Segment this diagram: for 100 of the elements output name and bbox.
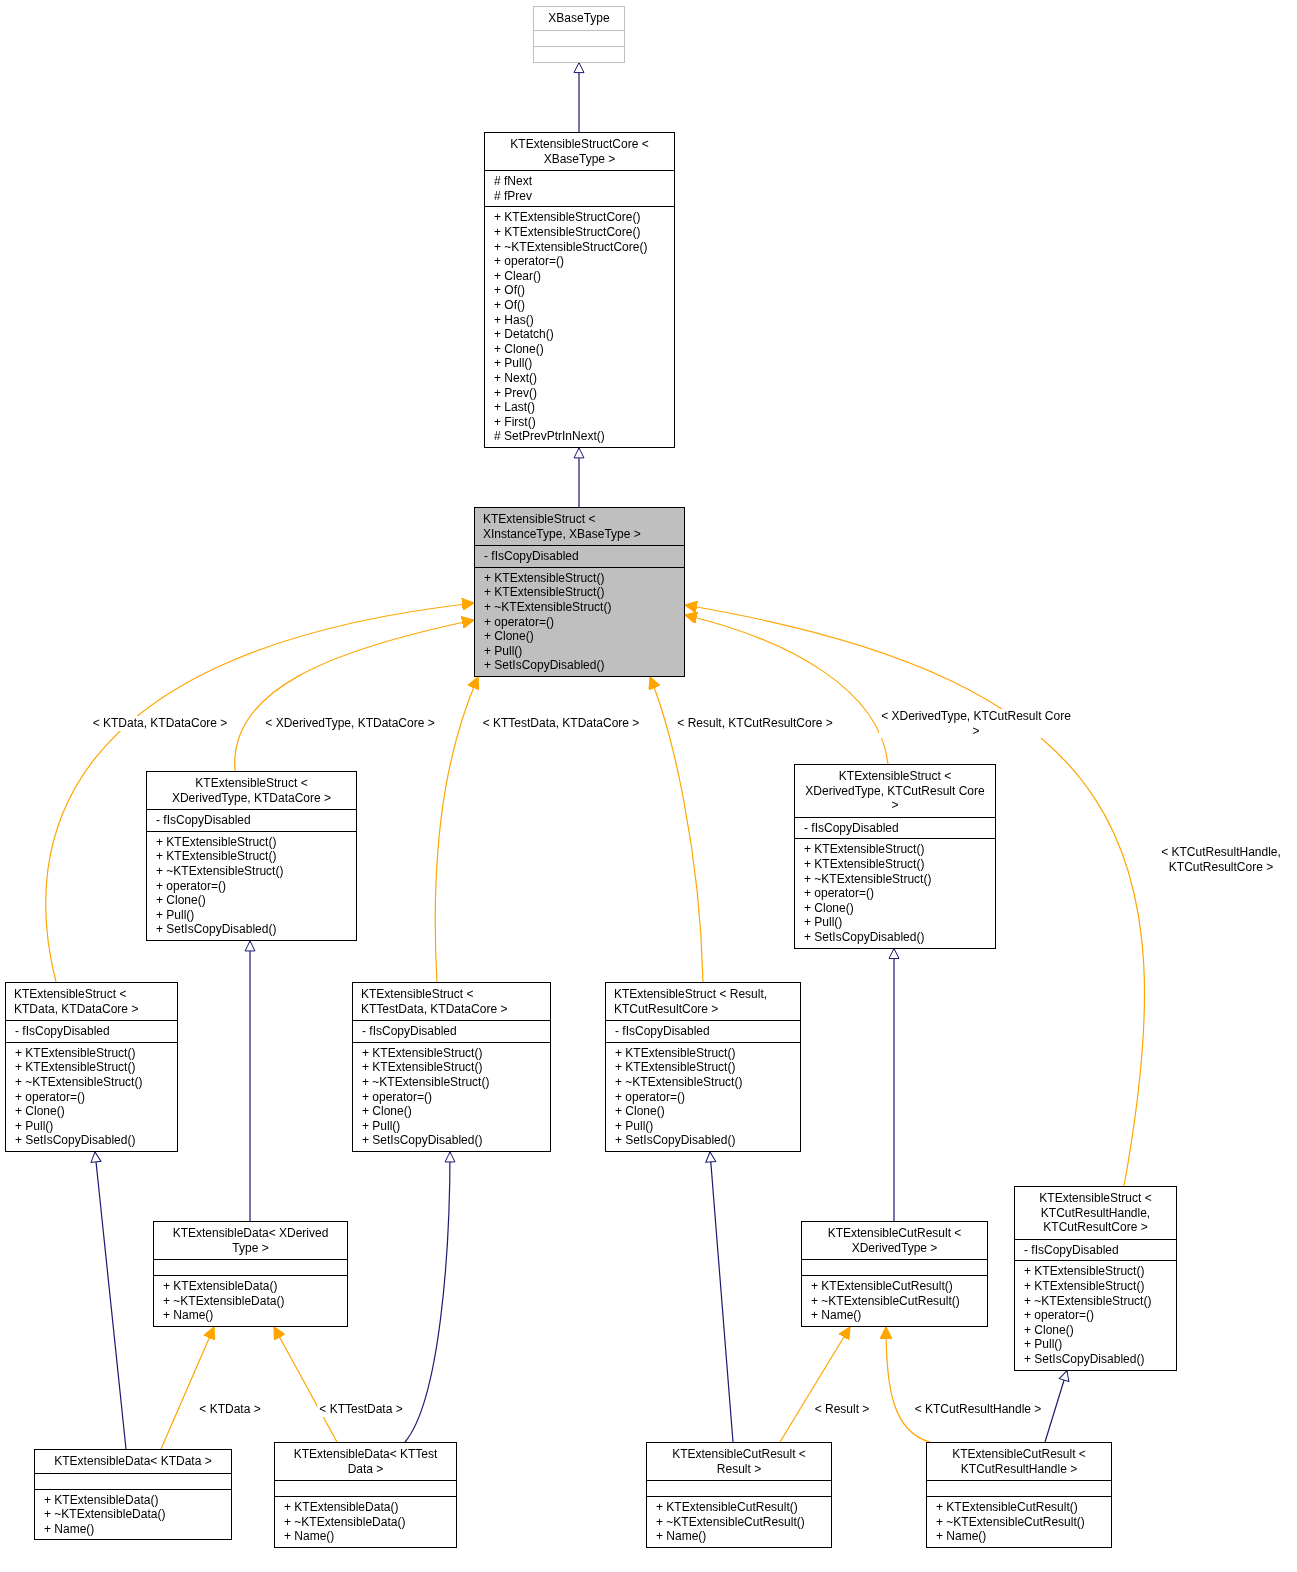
method-text: + KTExtensibleStruct() [1024,1278,1146,1294]
class-name: KTExtensibleStruct < XDerivedType, KTCutResult Core > [804,768,986,815]
method-text: + ~KTExtensibleStruct() [615,1074,744,1090]
method-text: + Name() [284,1529,336,1544]
method-text: + KTExtensibleData() [163,1279,279,1294]
attribute-text: # fPrev [494,188,533,204]
method-text: + KTExtensibleStruct() [615,1060,737,1075]
class-box [926,1442,1112,1548]
method-text: + KTExtensibleData() [44,1492,160,1508]
method-text: + KTExtensibleStruct() [804,856,926,872]
method-text: + Clone() [615,1104,666,1119]
method-text: + Pull() [1024,1337,1064,1352]
method-text: + Clear() [494,268,542,284]
method-text: + Clone() [156,893,207,908]
inheritance-arrow [705,1151,734,1443]
method-text: + Clone() [15,1104,66,1119]
method-text: + Detatch() [494,327,555,342]
method-text: + operator=() [804,886,876,901]
method-text: + Pull() [484,643,524,659]
method-text: + KTExtensibleStruct() [484,585,606,600]
method-text: + Pull() [494,356,534,371]
template-arrow [434,676,480,983]
class-box [146,771,357,941]
class-name: KTExtensibleStruct < XInstanceType, XBaseType > [482,511,642,543]
attribute-text: - fIsCopyDisabled [1024,1242,1120,1258]
template-arrow [684,600,1145,1187]
method-text: + KTExtensibleStructCore() [494,224,642,240]
method-text: + ~KTExtensibleData() [44,1507,167,1522]
method-text: + SetIsCopyDisabled() [362,1133,484,1148]
inheritance-arrow [573,62,585,133]
class-box [352,982,551,1152]
method-text: + ~KTExtensibleStruct() [156,863,285,879]
method-text: + Of() [494,283,526,298]
edge-label: < KTData, KTDataCore > [90,716,230,731]
method-text: + ~KTExtensibleCutResult() [811,1293,961,1309]
class-name: XBaseType [547,10,611,27]
inheritance-arrow [244,940,256,1222]
method-text: + operator=() [156,878,228,894]
inheritance-arrow [404,1151,456,1443]
class-name: KTExtensibleData< XDerived Type > [171,1225,330,1257]
inheritance-arrow [573,447,585,508]
method-text: + KTExtensibleStructCore() [494,210,642,225]
inheritance-arrow [90,1151,127,1450]
class-name: KTExtensibleData< KTData > [53,1453,213,1470]
class-name: KTExtensibleStruct < XDerivedType, KTDataCore > [170,775,333,807]
method-text: + KTExtensibleStruct() [804,842,926,857]
method-text: + ~KTExtensibleStructCore() [494,239,649,255]
inheritance-arrow [888,947,900,1222]
method-text: + Pull() [15,1118,55,1134]
edge-label: < XDerivedType, KTCutResult Core > [879,709,1073,739]
template-arrow [45,598,475,983]
attribute-text: - fIsCopyDisabled [484,549,580,564]
method-text: + operator=() [1024,1308,1096,1323]
method-text: + SetIsCopyDisabled() [484,658,606,673]
method-text: + Pull() [804,915,844,930]
class-box [533,6,625,63]
method-text: + KTExtensibleStruct() [15,1045,137,1061]
method-text: + KTExtensibleStruct() [1024,1264,1146,1279]
method-text: + ~KTExtensibleData() [284,1514,407,1530]
method-text: + SetIsCopyDisabled() [1024,1351,1146,1367]
attribute-text: - fIsCopyDisabled [156,813,252,828]
method-text: + Has() [494,312,535,328]
method-text: + Clone() [1024,1322,1075,1338]
class-name: KTExtensibleStruct < KTData, KTDataCore > [13,986,140,1018]
method-text: + operator=() [484,614,556,630]
method-text: + KTExtensibleStruct() [615,1045,737,1061]
class-name: KTExtensibleCutResult < XDerivedType > [826,1225,963,1257]
method-text: + KTExtensibleCutResult() [936,1500,1079,1515]
class-name: KTExtensibleStruct < Result, KTCutResultCore > [613,986,769,1018]
class-name: KTExtensibleStruct < KTCutResultHandle, KTCutResultCore > [1038,1190,1153,1237]
class-name: KTExtensibleCutResult < KTCutResultHandle > [951,1446,1087,1478]
method-text: + KTExtensibleCutResult() [656,1500,799,1515]
method-text: + SetIsCopyDisabled() [615,1133,737,1148]
method-text: + ~KTExtensibleData() [163,1293,286,1309]
method-text: + SetIsCopyDisabled() [15,1133,137,1148]
method-text: + Clone() [804,900,855,916]
method-text: + KTExtensibleStruct() [362,1060,484,1075]
class-box [153,1221,348,1327]
template-arrow [160,1326,216,1450]
class-box [474,507,685,677]
method-text: # SetPrevPtrInNext() [494,429,606,444]
class-name: KTExtensibleData< KTTest Data > [292,1446,439,1478]
attribute-text: - fIsCopyDisabled [15,1024,111,1039]
method-text: + First() [494,414,537,430]
method-text: + Clone() [484,629,535,644]
edge-label: < KTTestData, KTDataCore > [480,716,642,731]
method-text: + Pull() [615,1118,655,1134]
template-arrow [648,676,704,983]
class-box [5,982,178,1152]
method-text: + Of() [494,297,526,313]
class-box [1014,1186,1177,1371]
class-box [484,132,675,448]
method-text: + SetIsCopyDisabled() [156,922,278,937]
method-text: + KTExtensibleStruct() [156,849,278,864]
template-arrow [273,1326,338,1443]
class-name: KTExtensibleStructCore < XBaseType > [509,136,650,168]
edge-label: < Result, KTCutResultCore > [675,716,835,731]
attribute-text: # fNext [494,174,533,189]
method-text: + Name() [811,1308,863,1323]
method-text: + Clone() [362,1104,413,1119]
